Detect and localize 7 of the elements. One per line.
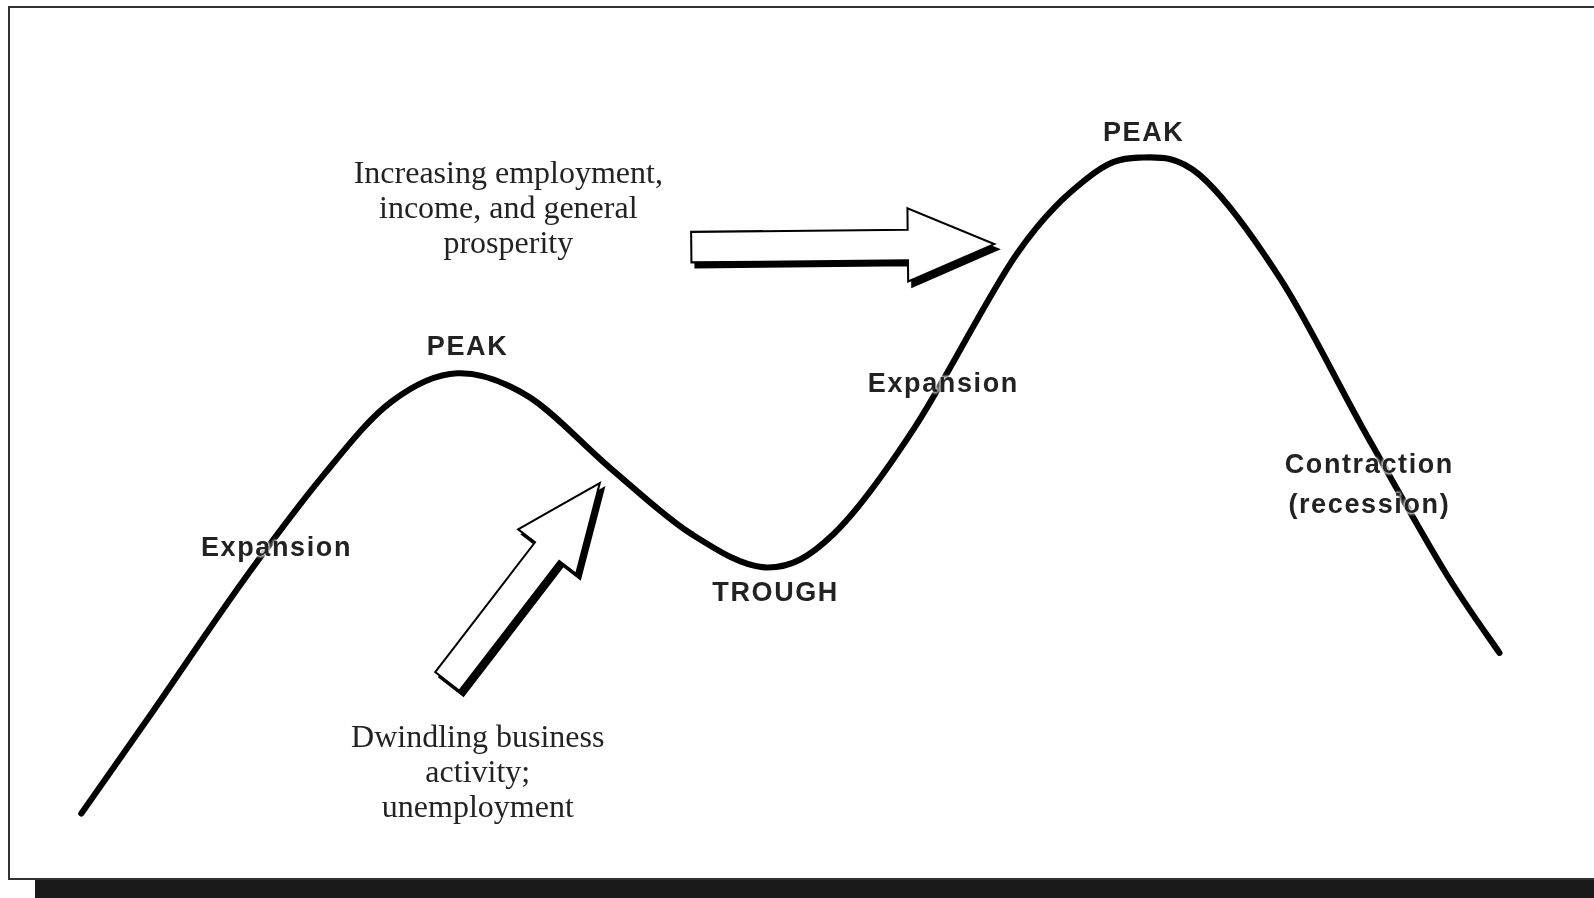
phase-label: PEAK [1101,116,1186,150]
annotation-text: Increasing employment, income, and general prosperity [352,155,664,261]
block-arrow [433,481,606,698]
annotation-text: Dwindling business activity; unemployment [350,718,606,824]
phase-label: TROUGH [711,575,840,609]
phase-label: PEAK [425,329,510,363]
block-arrow [690,206,1001,289]
